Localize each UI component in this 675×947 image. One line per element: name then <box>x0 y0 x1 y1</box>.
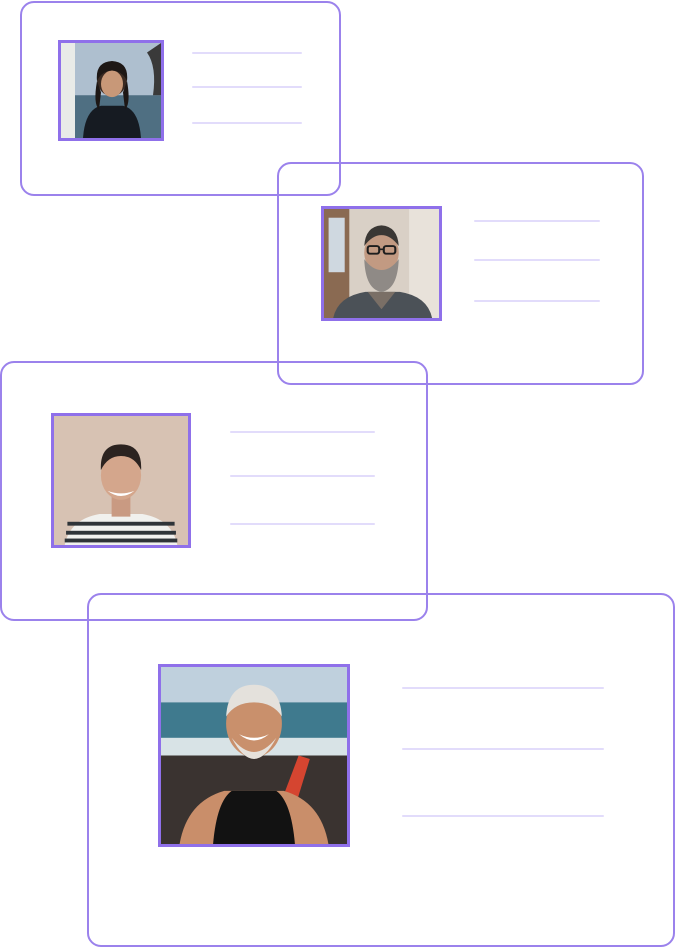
profile-card-4 <box>87 593 675 947</box>
placeholder-line <box>402 748 604 750</box>
profile-photo-2 <box>321 206 442 321</box>
placeholder-line <box>230 523 375 525</box>
placeholder-line <box>474 259 600 261</box>
placeholder-line <box>192 52 302 54</box>
profile-photo-3 <box>51 413 191 548</box>
profile-card-3 <box>0 361 428 621</box>
profile-photo-4 <box>158 664 350 847</box>
placeholder-line <box>474 220 600 222</box>
placeholder-line <box>230 431 375 433</box>
profile-card-1 <box>20 1 341 196</box>
placeholder-line <box>192 86 302 88</box>
profile-card-2 <box>277 162 644 385</box>
placeholder-line <box>474 300 600 302</box>
profile-photo-1 <box>58 40 164 141</box>
placeholder-line <box>402 815 604 817</box>
placeholder-line <box>192 122 302 124</box>
placeholder-line <box>230 475 375 477</box>
placeholder-line <box>402 687 604 689</box>
